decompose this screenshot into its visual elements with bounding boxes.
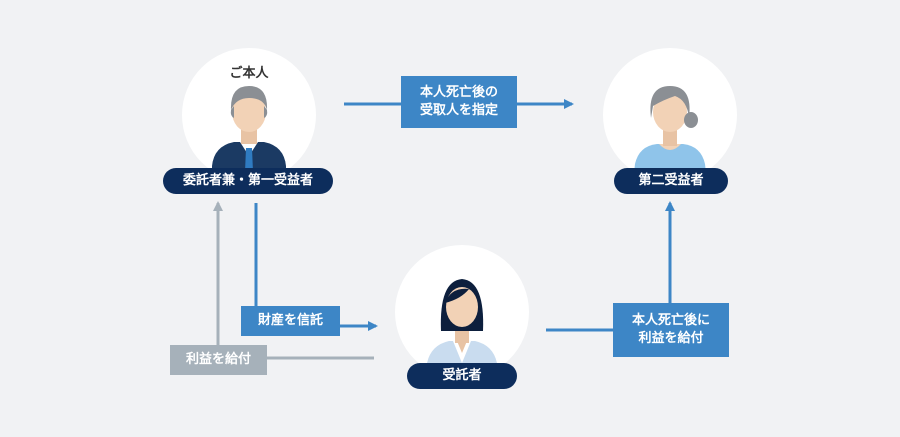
entrust-label: 財産を信託 — [257, 313, 323, 328]
trustee-label: 受託者 — [407, 363, 517, 389]
businesswoman-icon — [425, 279, 499, 379]
benefit-label: 利益を給付 — [185, 352, 251, 367]
elderly-woman-icon — [633, 86, 707, 182]
principal-label: 委託者兼・第一受益者 — [163, 168, 333, 194]
designate-label-line2: 受取人を指定 — [419, 103, 498, 118]
principal-caption: ご本人 — [229, 66, 269, 81]
after-death-benefit-label-box: 本人死亡後に 利益を給付 — [613, 303, 729, 357]
entrust-label-box: 財産を信託 — [241, 306, 340, 336]
second-beneficiary-label: 第二受益者 — [614, 168, 728, 194]
after-death-benefit-line2: 利益を給付 — [638, 331, 704, 346]
designate-label-line1: 本人死亡後の — [419, 85, 498, 100]
benefit-label-box: 利益を給付 — [170, 345, 267, 375]
trustee-avatar-circle — [395, 245, 529, 379]
second-beneficiary-avatar-circle — [603, 48, 737, 182]
after-death-benefit-line1: 本人死亡後に — [631, 313, 710, 328]
principal-avatar-circle — [182, 48, 316, 182]
designate-label-box: 本人死亡後の 受取人を指定 — [401, 76, 517, 128]
